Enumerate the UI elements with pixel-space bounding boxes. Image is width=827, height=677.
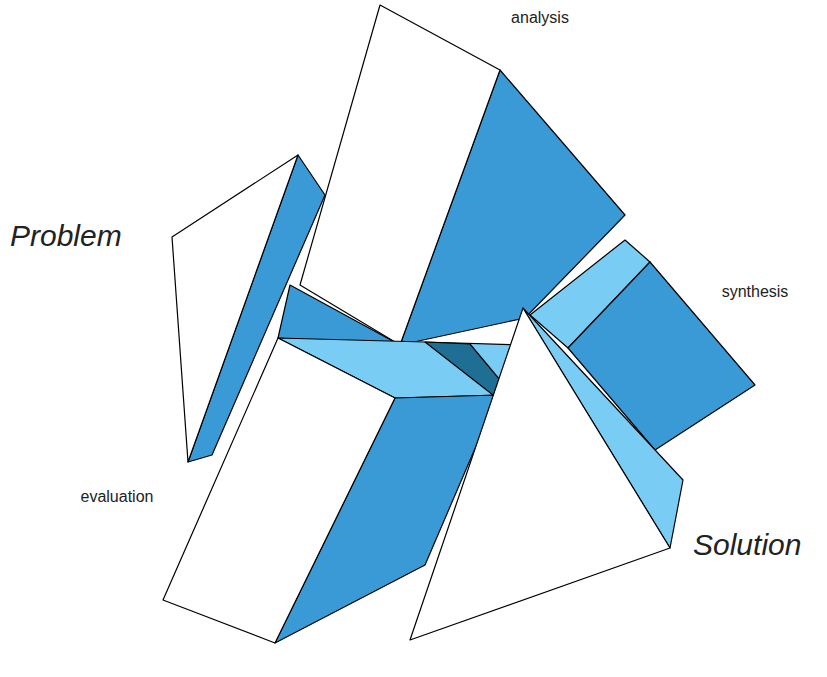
stage-label: synthesis [722, 282, 789, 301]
stage-label: evaluation [81, 487, 154, 506]
stage-title: Problem [10, 218, 122, 254]
stage-title: Solution [693, 527, 801, 563]
stage-label: analysis [511, 8, 569, 27]
